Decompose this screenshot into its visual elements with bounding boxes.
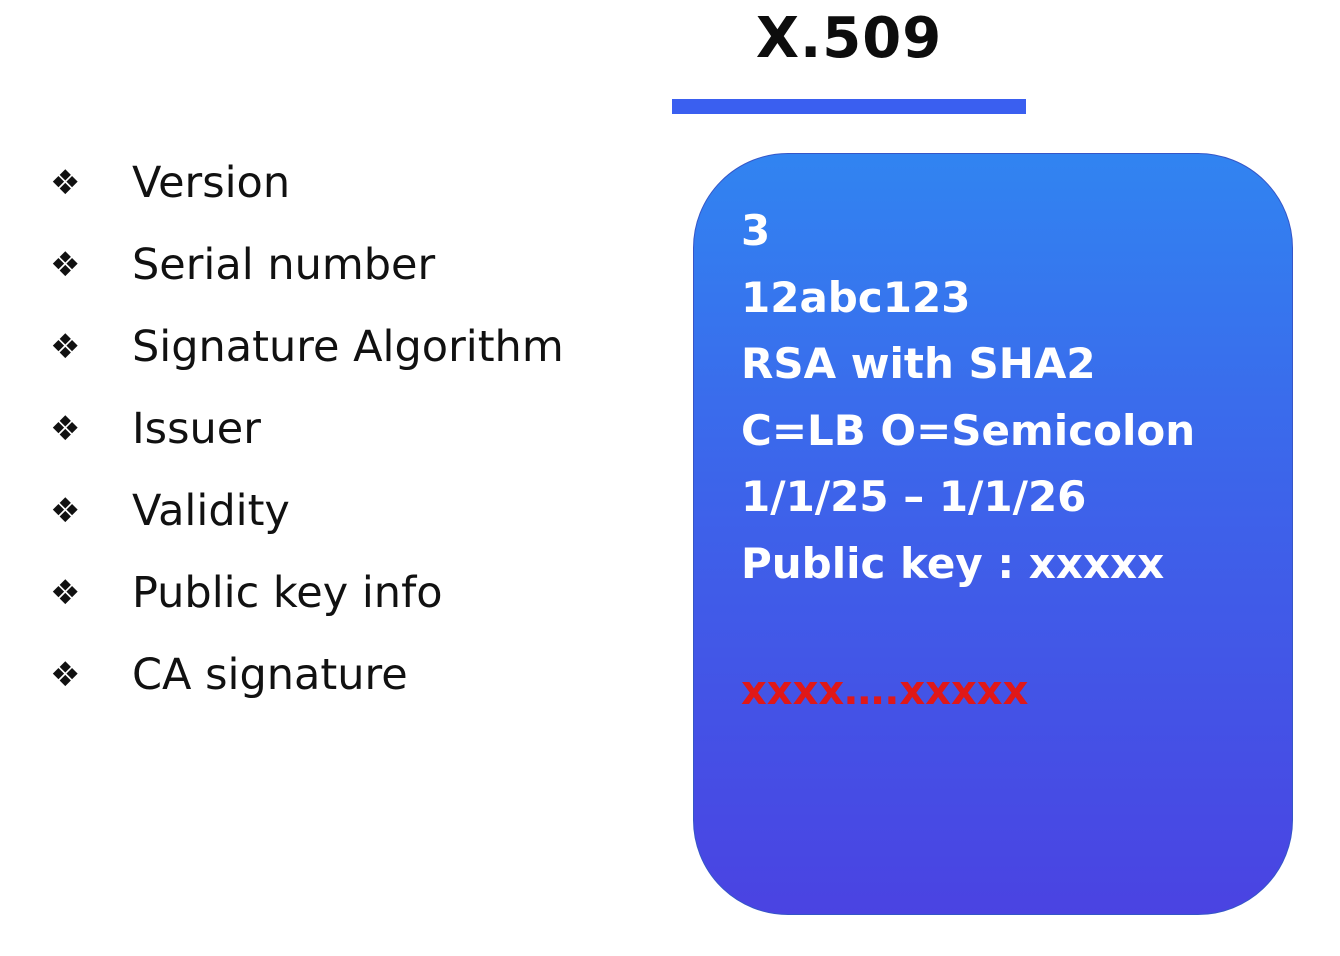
field-label-validity: Validity: [132, 486, 290, 536]
cert-value-issuer: C=LB O=Semicolon: [741, 405, 1196, 455]
field-label-signature-algorithm: Signature Algorithm: [132, 322, 564, 372]
cert-value-ca-signature: xxxx….xxxxx: [741, 668, 1029, 714]
field-label-ca-signature: CA signature: [132, 650, 408, 700]
field-label-public-key-info: Public key info: [132, 568, 443, 618]
diamond-bullet-icon: ❖: [50, 245, 81, 285]
cert-value-validity: 1/1/25 – 1/1/26: [741, 472, 1087, 521]
title-underline: [672, 99, 1026, 114]
diamond-bullet-icon: ❖: [50, 163, 81, 203]
field-label-version: Version: [132, 158, 291, 208]
field-label-issuer: Issuer: [132, 404, 261, 454]
cert-value-serial-number: 12abc123: [741, 272, 971, 322]
list-item: ❖ Version: [50, 142, 564, 224]
cert-value-signature-algorithm: RSA with SHA2: [741, 339, 1096, 388]
diamond-bullet-icon: ❖: [50, 491, 81, 531]
list-item: ❖ Serial number: [50, 224, 564, 306]
certificate-field-list: ❖ Version ❖ Serial number ❖ Signature Al…: [50, 142, 564, 716]
diamond-bullet-icon: ❖: [50, 409, 81, 449]
list-item: ❖ Public key info: [50, 552, 564, 634]
diamond-bullet-icon: ❖: [50, 573, 81, 613]
certificate-value-list: 3 12abc123 RSA with SHA2 C=LB O=Semicolo…: [741, 198, 1195, 597]
list-item: ❖ Signature Algorithm: [50, 306, 564, 388]
diamond-bullet-icon: ❖: [50, 655, 81, 695]
list-item: ❖ CA signature: [50, 634, 564, 716]
cert-value-public-key: Public key : xxxxx: [741, 538, 1165, 588]
diamond-bullet-icon: ❖: [50, 327, 81, 367]
list-item: ❖ Issuer: [50, 388, 564, 470]
field-label-serial-number: Serial number: [132, 240, 436, 290]
slide-title: X.509: [755, 6, 943, 71]
certificate-card: 3 12abc123 RSA with SHA2 C=LB O=Semicolo…: [693, 153, 1293, 915]
cert-value-version: 3: [741, 206, 771, 255]
list-item: ❖ Validity: [50, 470, 564, 552]
